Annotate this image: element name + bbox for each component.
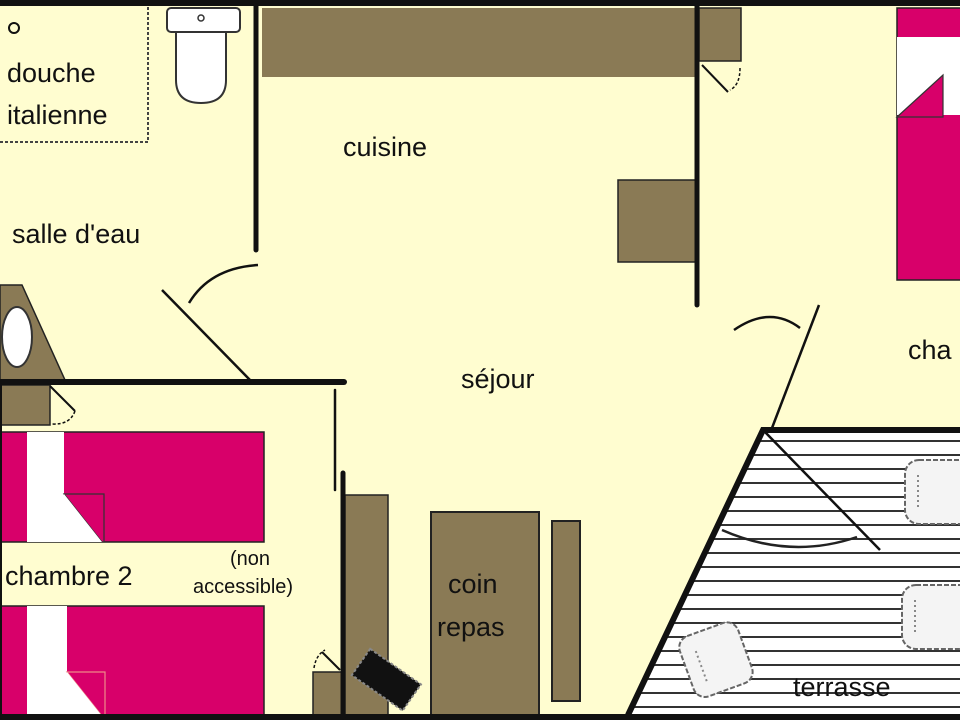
label-bedroom2: chambre 2 (5, 561, 133, 591)
label-terrace: terrasse (793, 672, 891, 702)
bed-single-top (0, 431, 265, 543)
label-shower-line1: douche (7, 58, 96, 88)
terrace (625, 427, 960, 717)
cupboard (698, 7, 742, 62)
label-living: séjour (461, 364, 535, 394)
label-bedroom2-note-line2: accessible) (193, 576, 293, 598)
label-bedroom1: cha (908, 335, 953, 365)
shower-area (0, 6, 149, 143)
toilet-icon (166, 7, 241, 105)
tv-icon (350, 647, 423, 713)
label-dining-line2: repas (437, 612, 505, 642)
door-cupboard (701, 64, 741, 93)
bed-single-bottom (0, 605, 265, 717)
lounge-chair-icon (901, 584, 960, 650)
label-dining-line1: coin (448, 569, 498, 599)
bed-double (895, 7, 960, 281)
lounge-chair-icon (904, 459, 960, 525)
sink-icon (0, 284, 67, 381)
shower-drain-icon (8, 22, 20, 34)
kitchen-counter (262, 8, 696, 77)
label-shower-line2: italienne (7, 100, 108, 130)
closet (0, 384, 51, 426)
closet (312, 671, 344, 719)
bench (551, 520, 581, 702)
door-closet (49, 385, 76, 425)
door-bathroom (161, 263, 259, 381)
door-closet-2 (313, 649, 341, 671)
armchair-icon (678, 621, 754, 698)
dining-table (430, 511, 540, 720)
door-bedroom1 (733, 304, 821, 429)
label-bathroom: salle d'eau (12, 219, 140, 249)
fridge (617, 179, 697, 263)
label-bedroom2-note-line1: (non (230, 548, 270, 570)
label-kitchen: cuisine (343, 132, 427, 162)
